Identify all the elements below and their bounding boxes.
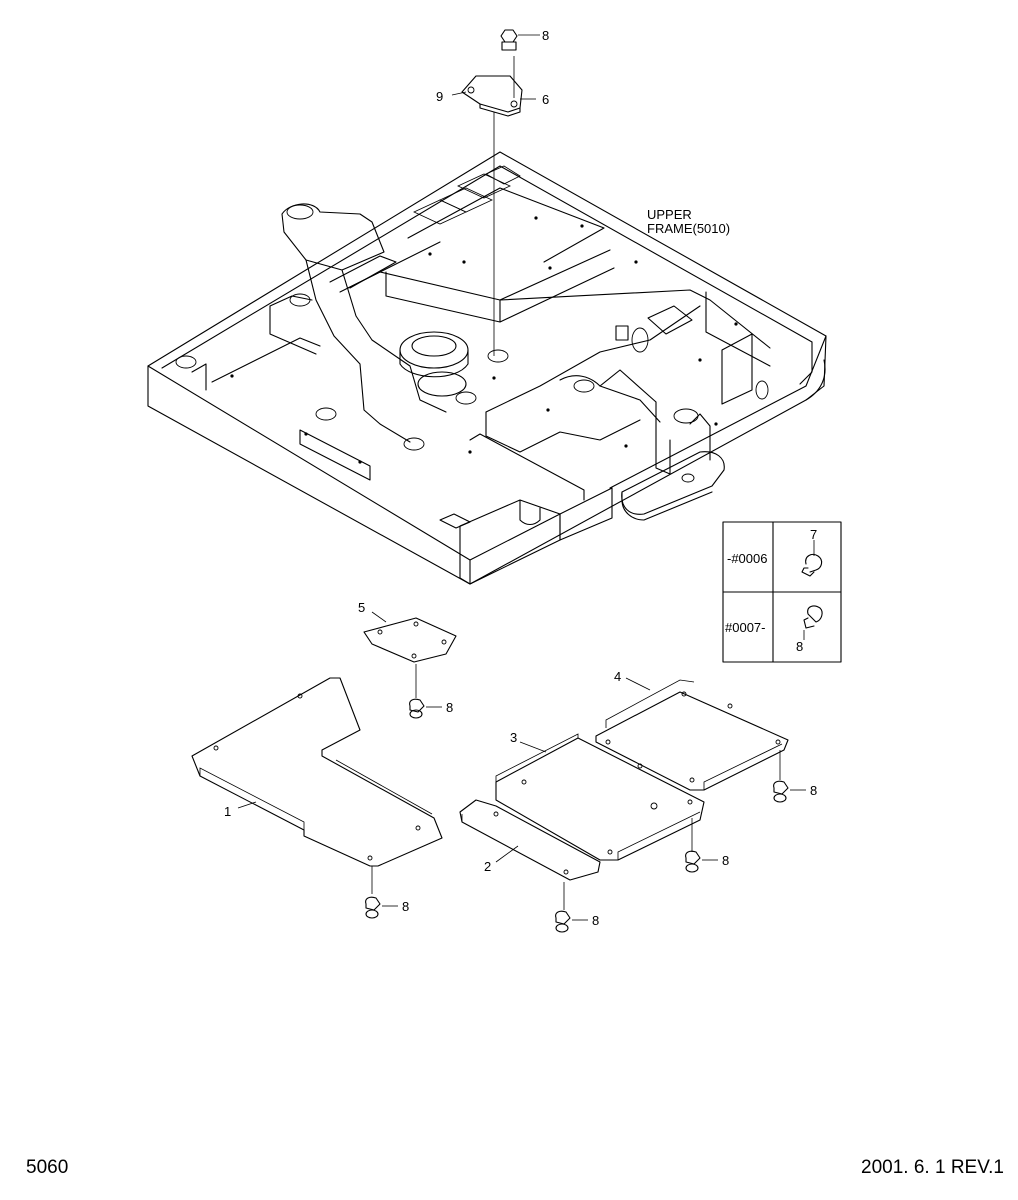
upper-frame: [147, 151, 827, 585]
callout-5: 5: [358, 600, 365, 615]
top-bolt-8: [500, 29, 540, 51]
callout-8-top: 8: [542, 28, 549, 43]
callout-6: 6: [542, 92, 549, 107]
serial-row2-item: 8: [796, 639, 803, 654]
washer-8-plate4: [773, 780, 806, 803]
cover-plate-5: [363, 611, 457, 698]
callout-4: 4: [614, 669, 621, 684]
serial-row1-item: 7: [810, 527, 817, 542]
frame-label-line1: UPPER: [647, 207, 692, 222]
serial-table: [722, 521, 842, 663]
cover-plate-3: [495, 733, 705, 861]
callout-8-plate2: 8: [592, 913, 599, 928]
washer-8-plate2: [555, 910, 588, 933]
callout-8-plate1: 8: [402, 899, 409, 914]
frame-label-line2: FRAME(5010): [647, 221, 730, 236]
revision-date: 2001. 6. 1 REV.1: [861, 1157, 1004, 1178]
washer-8-plate1: [365, 896, 398, 919]
page-number: 5060: [26, 1157, 69, 1178]
washer-8-icon: [803, 605, 823, 640]
callout-9: 9: [436, 89, 443, 104]
callout-8-plate5: 8: [446, 700, 453, 715]
callout-8-plate3: 8: [722, 853, 729, 868]
callout-8-plate4: 8: [810, 783, 817, 798]
cover-plate-1: [191, 677, 443, 894]
washer-7-icon: [801, 540, 823, 577]
washer-8-plate3: [685, 850, 718, 873]
serial-row2-range: #0007-: [725, 620, 765, 635]
washer-8-plate5: [409, 698, 442, 719]
cover-plate-9: [451, 56, 536, 117]
callout-1: 1: [224, 804, 231, 819]
callout-3: 3: [510, 730, 517, 745]
cover-plate-2: [459, 799, 601, 910]
serial-row1-range: -#0006: [727, 551, 767, 566]
callout-2: 2: [484, 859, 491, 874]
cover-plate-4: [595, 677, 789, 791]
